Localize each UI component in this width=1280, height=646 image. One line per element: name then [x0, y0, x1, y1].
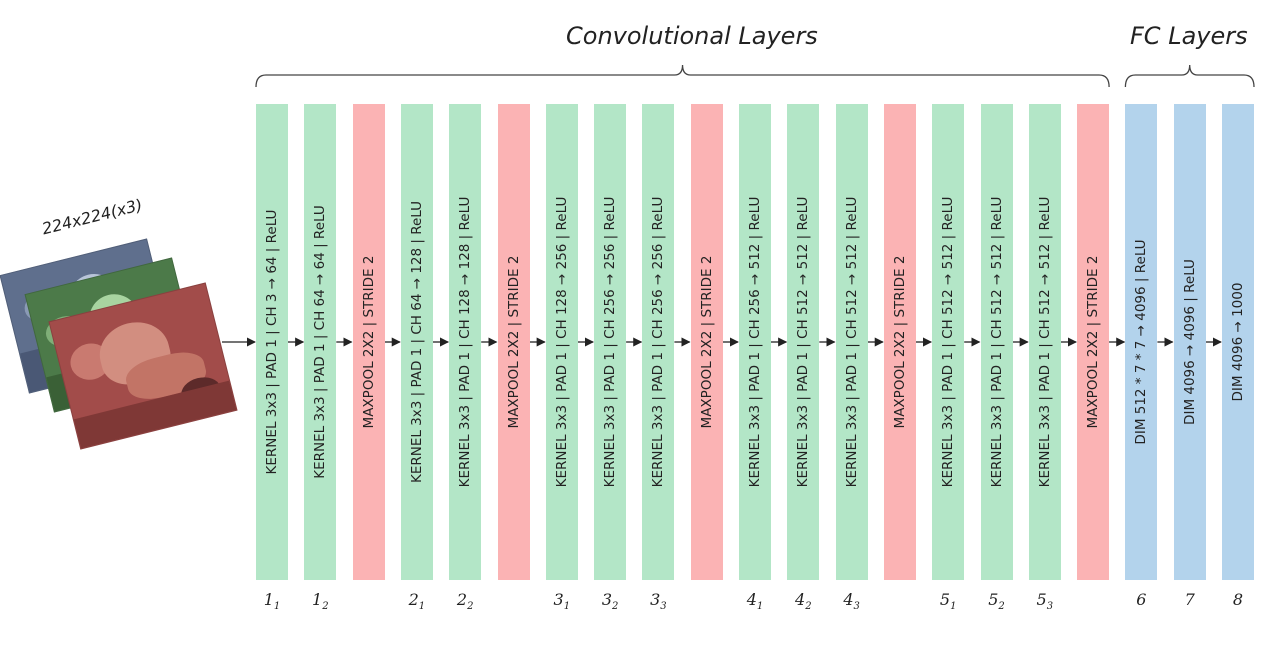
layer-index-subscript: 3: [660, 601, 667, 613]
layer-index: 21: [397, 590, 437, 612]
layer-index-subscript: 2: [612, 601, 619, 613]
layer-index-subscript: 1: [950, 601, 957, 613]
layer-label: KERNEL 3x3 | PAD 1 | CH 512 → 512 | ReLU: [988, 196, 1005, 488]
layer-index: 7: [1170, 590, 1210, 609]
layer-index-number: 7: [1184, 590, 1195, 609]
layer-conv-7: KERNEL 3x3 | PAD 1 | CH 128 → 256 | ReLU: [545, 104, 578, 580]
layer-index: 53: [1025, 590, 1065, 612]
layer-index-number: 4: [746, 590, 757, 609]
layer-index: 43: [832, 590, 872, 612]
layer-label: DIM 4096 → 4096 | ReLU: [1181, 259, 1198, 425]
layer-label: KERNEL 3x3 | PAD 1 | CH 512 → 512 | ReLU: [1036, 196, 1053, 488]
layer-index-subscript: 1: [756, 601, 764, 613]
layer-label: MAXPOOL 2X2 | STRIDE 2: [891, 255, 908, 429]
layer-index-number: 3: [601, 590, 612, 609]
layer-label: KERNEL 3x3 | PAD 1 | CH 128 → 128 | ReLU: [457, 196, 474, 488]
layer-index-number: 2: [408, 590, 419, 609]
layer-pool-6: MAXPOOL 2X2 | STRIDE 2: [497, 104, 530, 580]
layer-label: KERNEL 3x3 | PAD 1 | CH 128 → 256 | ReLU: [553, 196, 570, 488]
layer-index: 6: [1121, 590, 1161, 609]
layer-label: KERNEL 3x3 | PAD 1 | CH 64 → 128 | ReLU: [408, 200, 425, 484]
layer-index: 31: [542, 590, 582, 612]
layer-conv-13: KERNEL 3x3 | PAD 1 | CH 512 → 512 | ReLU: [835, 104, 868, 580]
layer-index: 12: [300, 590, 340, 612]
layer-label: MAXPOOL 2X2 | STRIDE 2: [698, 255, 715, 429]
fc-group-title: FC Layers: [1130, 22, 1248, 50]
layer-conv-4: KERNEL 3x3 | PAD 1 | CH 64 → 128 | ReLU: [400, 104, 433, 580]
layer-label: KERNEL 3x3 | PAD 1 | CH 3 → 64 | ReLU: [264, 209, 280, 475]
layer-label: MAXPOOL 2X2 | STRIDE 2: [1085, 255, 1102, 429]
layer-label: KERNEL 3x3 | PAD 1 | CH 256 → 256 | ReLU: [650, 196, 667, 488]
layer-index-number: 8: [1232, 590, 1244, 609]
layer-index-subscript: 1: [273, 601, 281, 613]
layer-label: MAXPOOL 2X2 | STRIDE 2: [505, 255, 522, 429]
layer-conv-12: KERNEL 3x3 | PAD 1 | CH 512 → 512 | ReLU: [787, 104, 820, 580]
layer-fc-19: DIM 512 * 7 * 7 → 4096 | ReLU: [1125, 104, 1158, 580]
layer-conv-9: KERNEL 3x3 | PAD 1 | CH 256 → 256 | ReLU: [642, 104, 675, 580]
layer-label: DIM 512 * 7 * 7 → 4096 | ReLU: [1133, 239, 1150, 445]
layer-index: 32: [590, 590, 630, 612]
layer-label: KERNEL 3x3 | PAD 1 | CH 512 → 512 | ReLU: [795, 196, 812, 488]
layer-index-subscript: 2: [805, 601, 812, 613]
layer-index: 52: [977, 590, 1017, 612]
layer-index-number: 4: [843, 590, 854, 609]
layer-index-subscript: 1: [418, 601, 426, 613]
layer-conv-16: KERNEL 3x3 | PAD 1 | CH 512 → 512 | ReLU: [980, 104, 1013, 580]
layer-label: KERNEL 3x3 | PAD 1 | CH 256 → 256 | ReLU: [602, 196, 619, 488]
layer-label: KERNEL 3x3 | PAD 1 | CH 256 → 512 | ReLU: [747, 196, 763, 488]
layer-conv-11: KERNEL 3x3 | PAD 1 | CH 256 → 512 | ReLU: [739, 104, 771, 580]
layer-index-subscript: 1: [563, 601, 571, 613]
layer-index-subscript: 3: [1046, 601, 1054, 613]
conv-group-brace: [255, 64, 1110, 88]
layer-conv-2: KERNEL 3x3 | PAD 1 | CH 64 → 64 | ReLU: [304, 104, 337, 580]
layer-index-number: 5: [1036, 590, 1047, 609]
layer-index-number: 3: [650, 590, 661, 609]
layer-pool-18: MAXPOOL 2X2 | STRIDE 2: [1077, 104, 1110, 580]
layer-index: 22: [445, 590, 485, 612]
layer-index-number: 5: [939, 590, 951, 609]
fc-group-brace: [1124, 64, 1255, 88]
layer-index-subscript: 2: [322, 601, 329, 613]
layer-index-number: 1: [312, 590, 323, 609]
layer-index-number: 2: [456, 590, 468, 609]
layer-index: 11: [252, 590, 292, 612]
layer-index: 33: [638, 590, 678, 612]
layer-conv-1: KERNEL 3x3 | PAD 1 | CH 3 → 64 | ReLU: [256, 104, 288, 580]
layer-pool-14: MAXPOOL 2X2 | STRIDE 2: [883, 104, 916, 580]
layer-index-number: 5: [988, 590, 999, 609]
layer-conv-8: KERNEL 3x3 | PAD 1 | CH 256 → 256 | ReLU: [594, 104, 627, 580]
layer-fc-20: DIM 4096 → 4096 | ReLU: [1173, 104, 1206, 580]
layer-label: DIM 4096 → 1000: [1230, 282, 1246, 402]
layer-conv-5: KERNEL 3x3 | PAD 1 | CH 128 → 128 | ReLU: [449, 104, 482, 580]
layer-label: MAXPOOL 2X2 | STRIDE 2: [360, 255, 377, 429]
layer-fc-21: DIM 4096 → 1000: [1222, 104, 1254, 580]
layer-index: 51: [928, 590, 968, 612]
conv-group-title: Convolutional Layers: [566, 22, 818, 50]
layer-index-subscript: 2: [998, 601, 1005, 613]
layer-conv-15: KERNEL 3x3 | PAD 1 | CH 512 → 512 | ReLU: [932, 104, 965, 580]
layer-index-subscript: 2: [467, 601, 474, 613]
layer-index-number: 4: [795, 590, 806, 609]
layer-index-number: 3: [553, 590, 564, 609]
layer-index: 8: [1218, 590, 1258, 609]
layer-index-subscript: 3: [853, 601, 860, 613]
layer-pool-10: MAXPOOL 2X2 | STRIDE 2: [690, 104, 723, 580]
layer-label: KERNEL 3x3 | PAD 1 | CH 64 → 64 | ReLU: [312, 205, 329, 479]
layer-index: 41: [735, 590, 775, 612]
layer-index-number: 1: [263, 590, 274, 609]
layer-index: 42: [783, 590, 823, 612]
layer-pool-3: MAXPOOL 2X2 | STRIDE 2: [352, 104, 385, 580]
layer-conv-17: KERNEL 3x3 | PAD 1 | CH 512 → 512 | ReLU: [1028, 104, 1061, 580]
layer-label: KERNEL 3x3 | PAD 1 | CH 512 → 512 | ReLU: [940, 196, 957, 488]
layer-label: KERNEL 3x3 | PAD 1 | CH 512 → 512 | ReLU: [843, 196, 860, 488]
layer-index-number: 6: [1136, 590, 1147, 609]
